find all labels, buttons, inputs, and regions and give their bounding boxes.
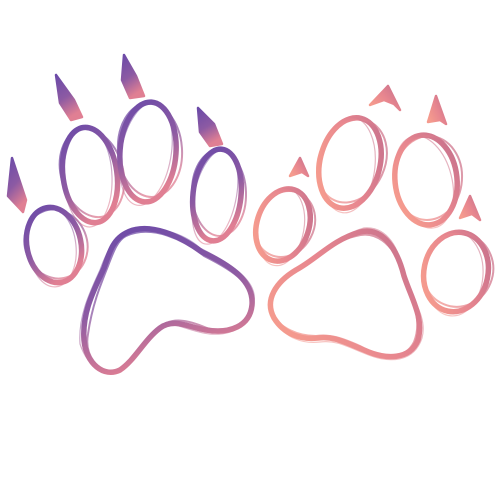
- right-paw-claw-4-icon: [458, 194, 482, 222]
- left-paw-claws: [6, 53, 224, 214]
- right-paw-claws: [288, 84, 482, 222]
- left-paw-toe-4: [189, 146, 248, 245]
- right-paw-toe-4: [420, 229, 495, 317]
- left-paw-toes: [23, 99, 248, 288]
- right-paw-toes: [253, 115, 495, 317]
- right-paw-claw-3-icon: [426, 94, 448, 126]
- left-paw-print-icon: [6, 53, 255, 375]
- left-paw-claw-2-icon: [54, 73, 84, 122]
- left-paw-toe-1: [23, 204, 89, 288]
- left-paw-claw-3-icon: [120, 53, 146, 100]
- right-paw-toe-2: [316, 115, 388, 214]
- right-paw-claw-1-icon: [288, 156, 310, 178]
- left-paw-toe-3: [116, 99, 184, 206]
- right-paw-toe-3: [392, 132, 464, 229]
- right-paw-claw-2-icon: [368, 84, 402, 112]
- right-paw-print-icon: [253, 84, 495, 361]
- right-paw-toe-1: [253, 186, 317, 267]
- left-paw-main-pad: [79, 225, 255, 375]
- left-paw-claw-1-icon: [6, 156, 28, 214]
- right-paw-main-pad: [267, 227, 424, 361]
- left-paw-claw-4-icon: [196, 106, 224, 148]
